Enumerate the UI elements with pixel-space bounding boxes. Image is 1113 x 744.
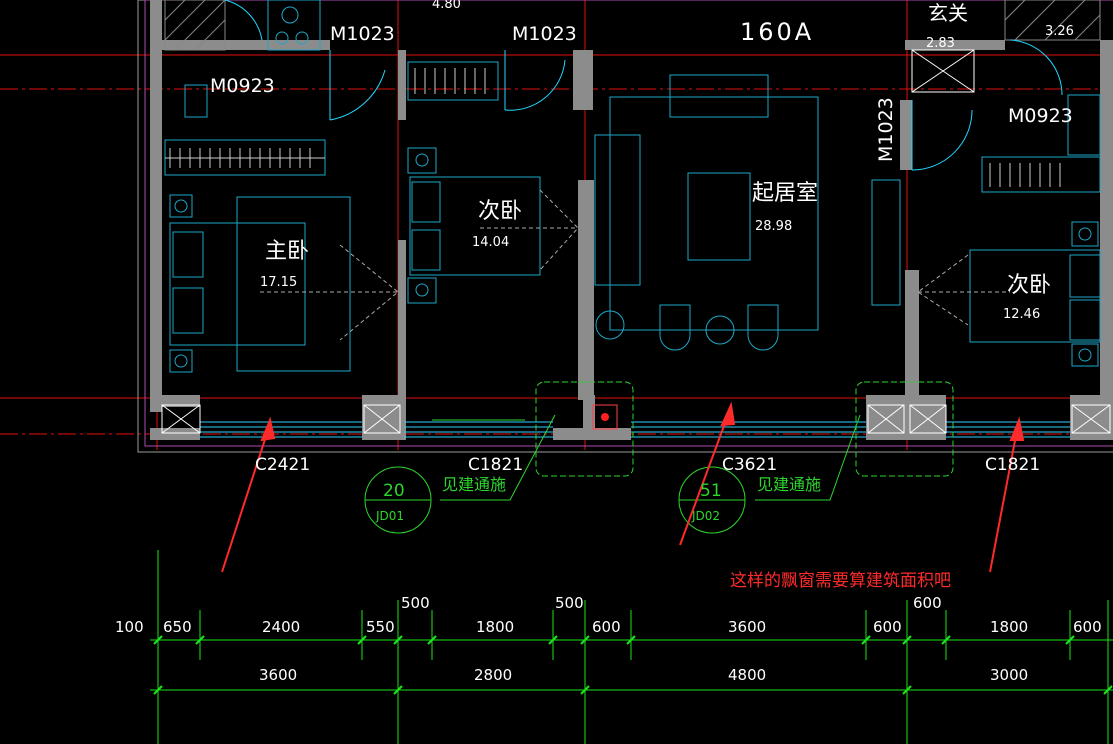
- detail-callouts: [364, 466, 746, 534]
- door-swings: [224, 0, 1063, 171]
- door-tag-3: M0923: [210, 75, 275, 97]
- bay-window-leaders: [432, 414, 861, 501]
- living-room-area: 28.98: [755, 219, 792, 234]
- detail-2-number: 51: [700, 481, 722, 501]
- dim-row1-1: 650: [163, 618, 192, 636]
- detail-note-2: 见建通施: [757, 475, 821, 494]
- dim-row1-2: 2400: [262, 618, 300, 636]
- detail-1-number: 20: [383, 481, 405, 501]
- window-tag-3: C3621: [722, 455, 777, 475]
- dim-row1-6: 500: [555, 594, 584, 612]
- outer-boundary: [137, 0, 1113, 453]
- dim-row1-12: 600: [1073, 618, 1102, 636]
- bay-window-outlines: [535, 381, 954, 477]
- corridor-area: 4.80: [432, 0, 461, 12]
- window-tag-2: C1821: [468, 455, 523, 475]
- living-room-label: 起居室: [752, 181, 818, 206]
- entry-label: 玄关: [928, 1, 968, 25]
- dim-row1-9: 600: [873, 618, 902, 636]
- dim-row1-10: 600: [913, 594, 942, 612]
- detail-1-ref: JD01: [375, 509, 404, 523]
- window-tag-1: C2421: [255, 455, 310, 475]
- dim-row2-1: 2800: [474, 666, 512, 684]
- unit-label: 160A: [740, 18, 814, 46]
- detail-note-1: 见建通施: [442, 475, 506, 494]
- annotation-arrows: [221, 401, 1025, 573]
- dimension-ticks: [153, 635, 1113, 695]
- entry-area: 2.83: [926, 36, 955, 51]
- second-bedroom-area: 14.04: [472, 235, 509, 250]
- dim-row2-0: 3600: [259, 666, 297, 684]
- column-marker: [592, 404, 618, 430]
- right-top-area: 3.26: [1045, 24, 1074, 39]
- window-glazing: [200, 421, 1070, 438]
- second-bedroom-label: 次卧: [478, 199, 522, 224]
- furniture: [164, 0, 1101, 373]
- wardrobe-hangers: [165, 68, 1061, 187]
- door-tag-2: M1023: [512, 23, 577, 45]
- window-tag-4: C1821: [985, 455, 1040, 475]
- master-bedroom-area: 17.15: [260, 275, 297, 290]
- dim-row1-7: 600: [592, 618, 621, 636]
- dim-row1-5: 1800: [476, 618, 514, 636]
- dim-row2-2: 4800: [728, 666, 766, 684]
- dim-row1-0: 100: [115, 618, 144, 636]
- dim-row1-4: 500: [401, 594, 430, 612]
- labels: 4.80 160A 玄关 2.83 3.26 主卧 17.15 次卧 14.04…: [115, 0, 1102, 684]
- dimension-lines: [150, 550, 1113, 744]
- door-tag-1: M1023: [330, 23, 395, 45]
- third-bedroom-label: 次卧: [1007, 273, 1051, 298]
- walls: [150, 0, 1113, 440]
- annotation-note: 这样的飘窗需要算建筑面积吧: [730, 571, 951, 591]
- detail-2-ref: JD02: [691, 509, 720, 523]
- hatched-zones: [164, 0, 1101, 51]
- door-tag-4: M1023: [875, 97, 897, 162]
- structural-columns: [161, 49, 1111, 434]
- projection-lines: [260, 189, 1010, 341]
- door-tag-5: M0923: [1008, 105, 1073, 127]
- third-bedroom-area: 12.46: [1003, 307, 1040, 322]
- master-bedroom-label: 主卧: [265, 239, 309, 264]
- dim-row2-3: 3000: [990, 666, 1028, 684]
- dim-row1-8: 3600: [728, 618, 766, 636]
- dim-row1-3: 550: [366, 618, 395, 636]
- dim-row1-11: 1800: [990, 618, 1028, 636]
